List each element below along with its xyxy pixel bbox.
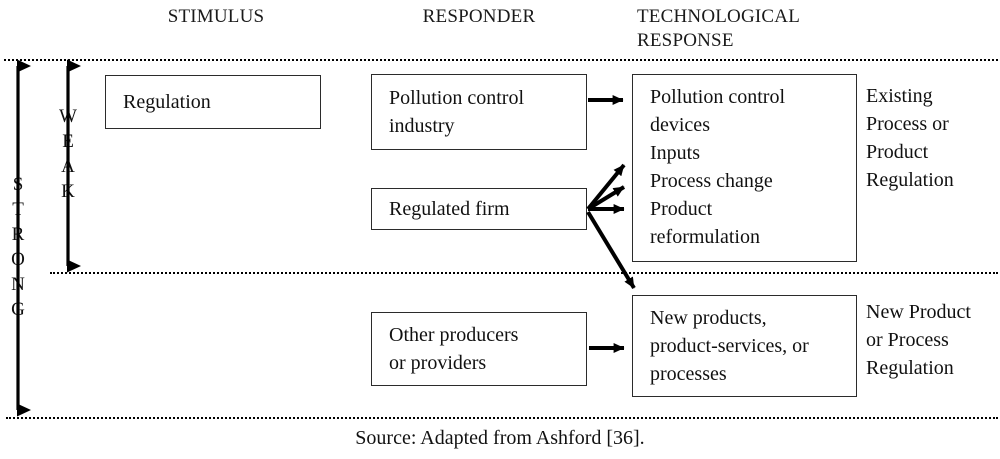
box-existing-technological-responses: Pollution control devices Inputs Process… <box>632 74 857 262</box>
connector-regulated-firm-to-new-responses <box>586 210 636 290</box>
side-label-new-regulation: New Product or Process Regulation <box>866 301 971 379</box>
box-regulated-firm: Regulated firm <box>371 188 587 230</box>
connector-regulated-firm-to-inputs <box>586 163 626 211</box>
box-new-responses-label: New products, product-services, or proce… <box>650 307 809 385</box>
box-existing-responses-label: Pollution control devices Inputs Process… <box>650 86 785 248</box>
box-new-technological-responses: New products, product-services, or proce… <box>632 295 857 397</box>
box-regulation: Regulation <box>105 75 321 129</box>
figure-caption: Source: Adapted from Ashford [36]. <box>355 427 645 449</box>
box-other-producers-or-providers: Other producers or providers <box>371 312 587 386</box>
column-header-technological-response: TECHNOLOGICAL RESPONSE <box>637 6 801 51</box>
column-header-stimulus: STIMULUS <box>167 6 265 27</box>
divider-middle-dotted-line <box>50 272 998 274</box>
box-pollution-control-industry: Pollution control industry <box>371 74 587 150</box>
column-header-responder: RESPONDER <box>422 6 536 27</box>
divider-bottom-dotted-line <box>6 417 998 419</box>
axis-label-strong: S T R O N G <box>11 174 25 320</box>
divider-top-dotted-line <box>4 59 998 61</box>
box-pollution-control-industry-label: Pollution control industry <box>389 87 524 137</box>
side-label-existing-regulation: Existing Process or Product Regulation <box>866 85 954 191</box>
box-other-producers-label: Other producers or providers <box>389 324 519 374</box>
axis-label-weak: W E A K <box>59 106 77 202</box>
connector-regulated-firm-to-process-change <box>586 185 626 211</box>
box-regulation-label: Regulation <box>123 91 211 113</box>
box-regulated-firm-label: Regulated firm <box>389 198 510 220</box>
